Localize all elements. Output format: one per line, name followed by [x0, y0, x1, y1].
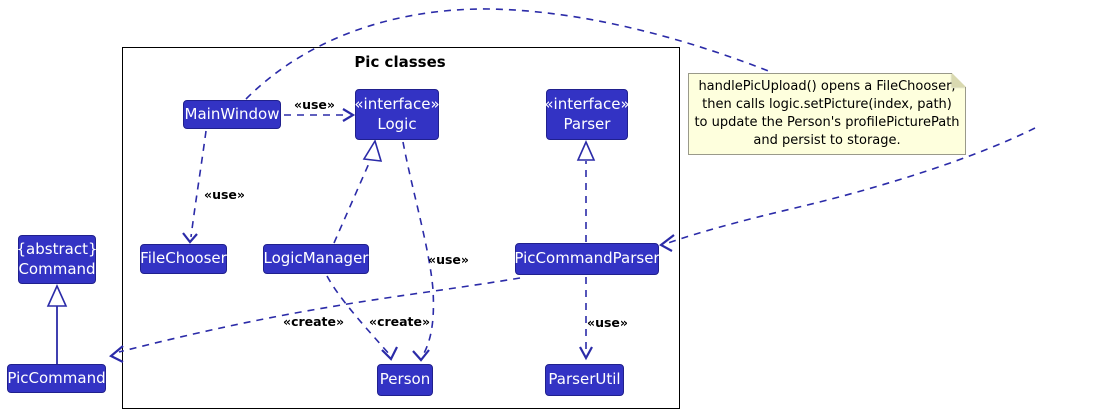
class-parser-label: Parser [563, 114, 611, 133]
edge-note-piccommandparser [667, 127, 1036, 244]
class-piccommandparser-label: PicCommandParser [514, 249, 660, 268]
arrowhead-logic [342, 108, 356, 122]
class-logic-stereotype: «interface» [354, 95, 440, 113]
diagram-frame-title: Pic classes [354, 53, 446, 71]
class-piccommand-label: PicCommand [7, 368, 106, 387]
class-command-label: Command [18, 259, 96, 278]
class-parser: «interface» Parser [544, 89, 630, 140]
arrowhead-filechooser [182, 232, 198, 244]
arrowhead-parserutil [579, 346, 593, 361]
edge-note-mainwindow-arc [245, 8, 772, 100]
class-command: {abstract} Command [16, 235, 98, 284]
class-parserutil: ParserUtil [545, 364, 624, 396]
create-label-logicmanager-person: «create» [369, 314, 431, 329]
class-parserutil-label: ParserUtil [548, 370, 621, 389]
use-label-piccommandparser-parserutil: «use» [587, 315, 628, 330]
arrowhead-piccommand [109, 345, 124, 363]
realization-triangle-logic [362, 139, 383, 162]
class-parser-stereotype: «interface» [544, 95, 630, 113]
class-command-stereotype: {abstract} [16, 240, 98, 258]
class-logic: «interface» Logic [354, 89, 440, 140]
edge-logicmanager-logic [333, 160, 371, 244]
class-piccommand: PicCommand [7, 364, 106, 393]
use-label-mainwindow-logic: «use» [294, 97, 335, 112]
use-label-mainwindow-filechooser: «use» [204, 187, 245, 202]
edge-logic-person [402, 141, 435, 358]
edge-mainwindow-filechooser [190, 130, 207, 238]
class-piccommandparser: PicCommandParser [514, 243, 660, 275]
arrowhead-person-left [381, 346, 398, 361]
edge-piccommandparser-piccommand [118, 277, 521, 353]
class-mainwindow: MainWindow [183, 100, 281, 129]
note-handlepicupload: handlePicUpload() opens a FileChooser, t… [688, 73, 966, 155]
use-label-logic-person: «use» [428, 252, 469, 267]
note-line: to update the Person's profilePicturePat… [694, 115, 960, 130]
class-filechooser-label: FileChooser [140, 249, 227, 268]
note-line: then calls logic.setPicture(index, path) [702, 97, 952, 112]
arrowhead-piccommandparser [658, 234, 675, 252]
class-logicmanager: LogicManager [263, 244, 369, 274]
arrowhead-person-right [412, 349, 430, 362]
class-logic-label: Logic [377, 114, 417, 133]
create-label-piccommandparser-piccommand: «create» [283, 314, 345, 329]
class-mainwindow-label: MainWindow [184, 104, 280, 123]
class-person-label: Person [379, 370, 431, 389]
realization-triangle-parser [576, 140, 596, 161]
diagram-frame [122, 47, 680, 409]
class-person: Person [377, 364, 433, 396]
note-line: handlePicUpload() opens a FileChooser, [698, 79, 956, 94]
note-line: and persist to storage. [753, 133, 901, 148]
class-filechooser: FileChooser [140, 244, 227, 274]
inheritance-triangle-command [46, 284, 68, 307]
class-logicmanager-label: LogicManager [263, 249, 369, 268]
